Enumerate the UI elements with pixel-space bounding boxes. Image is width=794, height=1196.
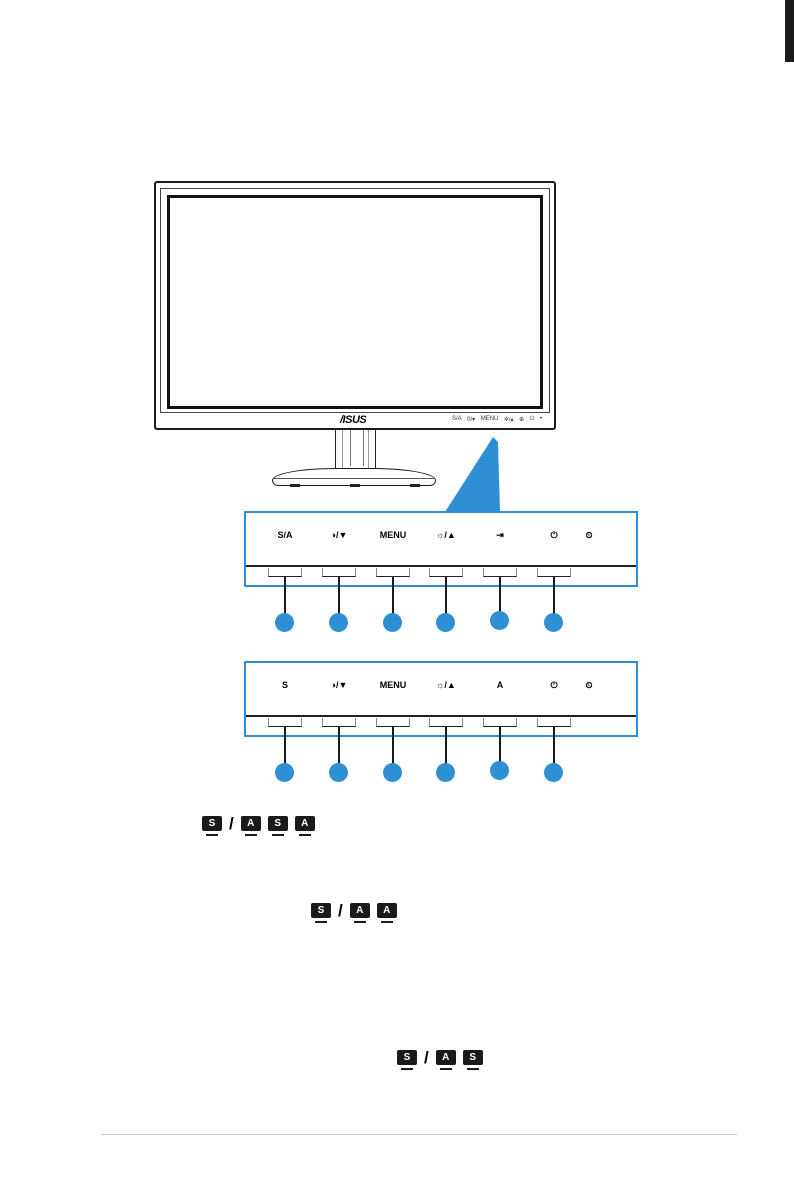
button-panel-a (244, 511, 638, 587)
callout-line (553, 727, 555, 767)
auto-adjust-icon: A (349, 903, 370, 923)
callout-line (553, 577, 555, 617)
callout-line (338, 577, 340, 617)
callout-line (284, 727, 286, 767)
splendid-mode-icon: S (397, 1050, 417, 1070)
legend-row-3: S / A S (397, 1048, 483, 1070)
brightness-up-button[interactable] (429, 568, 463, 577)
bezel-button-4: ✲/▴ (503, 417, 514, 423)
bezel-button-row: S/A 0/▾ MENU ✲/▴ ⊕ ⏻ • (452, 416, 542, 426)
brightness-up-button-label: ☼/▲ (436, 530, 456, 540)
callout-line (392, 577, 394, 617)
splendid-auto-button[interactable] (268, 718, 302, 727)
power-button-label: ⏻ (550, 530, 558, 540)
callout-line (445, 577, 447, 617)
power-button-label: ⏻ (550, 680, 558, 690)
stand-base-line (274, 478, 434, 479)
callout-number-dot (275, 763, 294, 782)
bezel-button-3: MENU (480, 416, 499, 422)
page-corner-mark (785, 0, 794, 62)
contrast-down-button-label: ◑/▼ (330, 680, 348, 690)
stand-foot (290, 484, 300, 487)
splendid-auto-button-label: S (281, 680, 288, 690)
callout-line (499, 727, 501, 767)
auto-adjust-icon: A (376, 903, 397, 923)
contrast-down-button[interactable] (322, 568, 356, 577)
button-panel-b (244, 661, 638, 737)
input-select-button[interactable] (483, 568, 517, 577)
brand-logo: /ISUS (340, 414, 367, 426)
monitor-screen (167, 195, 543, 409)
bezel-button-6: ⏻ (529, 416, 535, 422)
auto-adjust-icon: A (294, 816, 315, 836)
monitor-inner-frame (160, 188, 550, 413)
contrast-down-button[interactable] (322, 718, 356, 727)
menu-button[interactable] (376, 718, 410, 727)
menu-button[interactable] (376, 568, 410, 577)
splendid-mode-icon: S (311, 903, 331, 923)
splendid-mode-icon: S (202, 816, 222, 836)
brightness-up-button-label: ☼/▲ (436, 680, 456, 690)
splendid-mode-icon: S (267, 816, 288, 836)
stand-foot (410, 484, 420, 487)
callout-number-dot (329, 763, 348, 782)
callout-line (445, 727, 447, 767)
legend-row-1: S / A S A (202, 814, 315, 836)
callout-number-dot (436, 613, 455, 632)
callout-number-dot (383, 613, 402, 632)
bezel-button-2: 0/▾ (467, 417, 476, 423)
bezel-button-5: ⊕ (519, 417, 525, 423)
bezel-button-7: • (539, 416, 542, 422)
callout-number-dot (544, 763, 563, 782)
input-select-button-label: ⇥ (496, 530, 504, 540)
bezel-button-1: S/A (452, 416, 462, 422)
menu-button-label: MENU (379, 530, 407, 540)
footer-rule (101, 1134, 737, 1135)
callout-number-dot (383, 763, 402, 782)
legend-row-2: S / A A (311, 901, 397, 923)
auto-adjust-icon: A (240, 816, 261, 836)
splendid-auto-button[interactable] (268, 568, 302, 577)
menu-button-label: MENU (379, 680, 407, 690)
splendid-auto-button-label: S/A (277, 530, 293, 540)
stand-neck-center (350, 430, 364, 466)
input-select-button[interactable] (483, 718, 517, 727)
brightness-up-button[interactable] (429, 718, 463, 727)
callout-line (499, 577, 501, 617)
slash-separator: / (229, 814, 234, 833)
panel-a-edge (246, 565, 636, 567)
power-indicator-icon: ⏲ (585, 530, 593, 540)
contrast-down-button-label: ◑/▼ (330, 530, 348, 540)
panel-b-edge (246, 715, 636, 717)
input-select-button-label: A (496, 680, 504, 690)
callout-line (284, 577, 286, 617)
stand-foot (350, 484, 360, 487)
power-indicator-icon: ⏲ (585, 680, 593, 690)
callout-number-dot (329, 613, 348, 632)
callout-number-dot (490, 611, 509, 630)
slash-separator: / (424, 1048, 429, 1067)
callout-number-dot (275, 613, 294, 632)
slash-separator: / (338, 901, 343, 920)
power-button[interactable] (537, 568, 571, 577)
callout-line (392, 727, 394, 767)
callout-line (338, 727, 340, 767)
stand-neck-left (335, 430, 343, 472)
splendid-mode-icon: S (462, 1050, 483, 1070)
power-button[interactable] (537, 718, 571, 727)
callout-wedge (445, 437, 500, 512)
auto-adjust-icon: A (435, 1050, 456, 1070)
callout-number-dot (490, 761, 509, 780)
callout-number-dot (544, 613, 563, 632)
stand-neck-right (368, 430, 376, 472)
callout-number-dot (436, 763, 455, 782)
